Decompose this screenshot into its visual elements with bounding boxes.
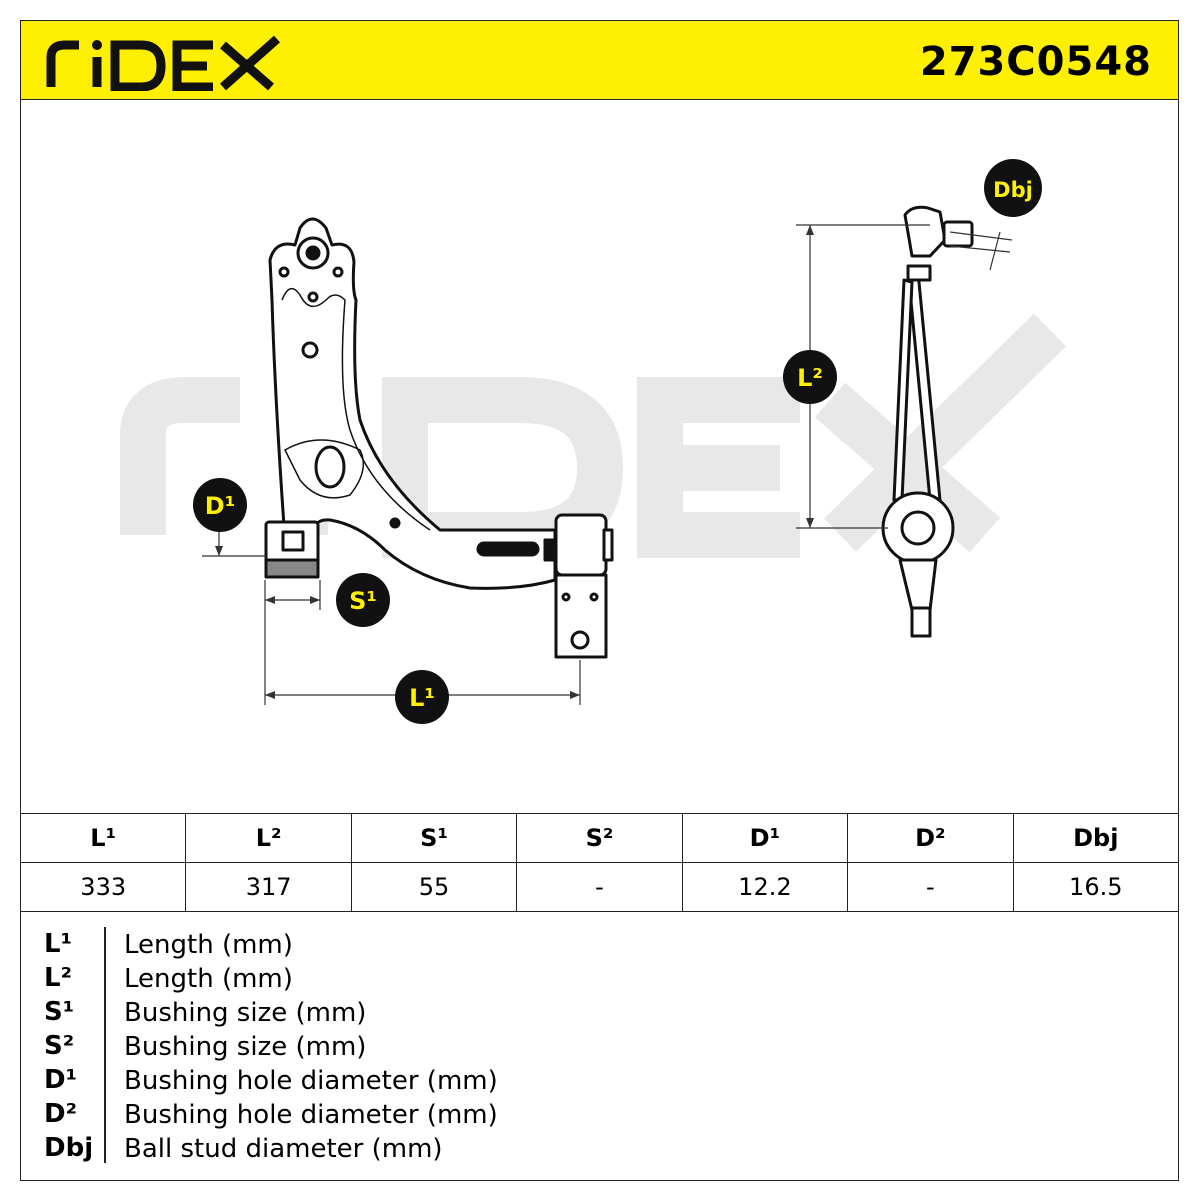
svg-text:L¹: L¹ xyxy=(409,684,435,712)
svg-text:S¹: S¹ xyxy=(349,587,377,615)
badge-dbj: Dbj xyxy=(984,159,1042,217)
badge-l2: L² xyxy=(783,350,837,404)
technical-drawing: D¹ S¹ L¹ L² Dbj xyxy=(20,100,1179,813)
legend-code: L¹ xyxy=(44,929,72,959)
header-d2: D² xyxy=(847,813,1014,863)
ridex-logo xyxy=(46,35,280,91)
legend-item: D² Bushing hole diameter (mm) xyxy=(20,1099,1020,1133)
header-l1: L¹ xyxy=(19,813,187,863)
specs-value-row: 333 317 55 - 12.2 - 16.5 xyxy=(19,862,1180,912)
header-s2: S² xyxy=(516,813,683,863)
value-dbj: 16.5 xyxy=(1012,862,1180,912)
legend-code: S² xyxy=(44,1031,75,1061)
legend-code: D¹ xyxy=(44,1065,77,1095)
header-bar: 273C0548 xyxy=(20,20,1179,100)
legend-description: Bushing size (mm) xyxy=(124,998,367,1028)
legend: L¹ Length (mm) L² Length (mm) S¹ Bushing… xyxy=(20,913,1179,1181)
legend-divider xyxy=(104,927,106,1163)
value-l2: 317 xyxy=(185,862,352,912)
part-number: 273C0548 xyxy=(919,39,1152,85)
badge-d1: D¹ xyxy=(193,478,247,532)
legend-item: S¹ Bushing size (mm) xyxy=(20,997,1020,1031)
specs-header-row: L¹ L² S¹ S² D¹ D² Dbj xyxy=(19,813,1180,863)
badge-s1: S¹ xyxy=(336,573,390,627)
legend-item: L² Length (mm) xyxy=(20,963,1020,997)
header-d1: D¹ xyxy=(681,813,849,863)
legend-item: D¹ Bushing hole diameter (mm) xyxy=(20,1065,1020,1099)
value-d1: 12.2 xyxy=(681,862,849,912)
specs-table: L¹ L² S¹ S² D¹ D² Dbj 333 317 55 - 12.2 … xyxy=(19,813,1180,912)
control-arm-front-view xyxy=(264,217,614,659)
legend-item: S² Bushing size (mm) xyxy=(20,1031,1020,1065)
legend-description: Ball stud diameter (mm) xyxy=(124,1134,443,1164)
header-s1: S¹ xyxy=(350,813,518,863)
header-dbj: Dbj xyxy=(1012,813,1180,863)
legend-description: Length (mm) xyxy=(124,930,293,960)
legend-description: Bushing hole diameter (mm) xyxy=(124,1100,498,1130)
legend-code: Dbj xyxy=(44,1133,94,1163)
badge-l1: L¹ xyxy=(395,670,449,724)
header-l2: L² xyxy=(185,813,352,863)
value-d2: - xyxy=(847,862,1014,912)
svg-text:Dbj: Dbj xyxy=(993,178,1033,202)
value-s2: - xyxy=(516,862,683,912)
legend-item: Dbj Ball stud diameter (mm) xyxy=(20,1133,1020,1167)
svg-text:L²: L² xyxy=(797,364,823,392)
value-l1: 333 xyxy=(19,862,187,912)
legend-code: S¹ xyxy=(44,997,75,1027)
svg-text:D¹: D¹ xyxy=(205,492,235,520)
value-s1: 55 xyxy=(350,862,518,912)
drawing-canvas: D¹ S¹ L¹ L² Dbj xyxy=(120,159,1067,724)
legend-description: Bushing hole diameter (mm) xyxy=(124,1066,498,1096)
legend-description: Length (mm) xyxy=(124,964,293,994)
legend-code: L² xyxy=(44,963,72,993)
legend-item: L¹ Length (mm) xyxy=(20,929,1020,963)
legend-description: Bushing size (mm) xyxy=(124,1032,367,1062)
legend-code: D² xyxy=(44,1099,77,1129)
dimension-arrows xyxy=(215,225,814,699)
